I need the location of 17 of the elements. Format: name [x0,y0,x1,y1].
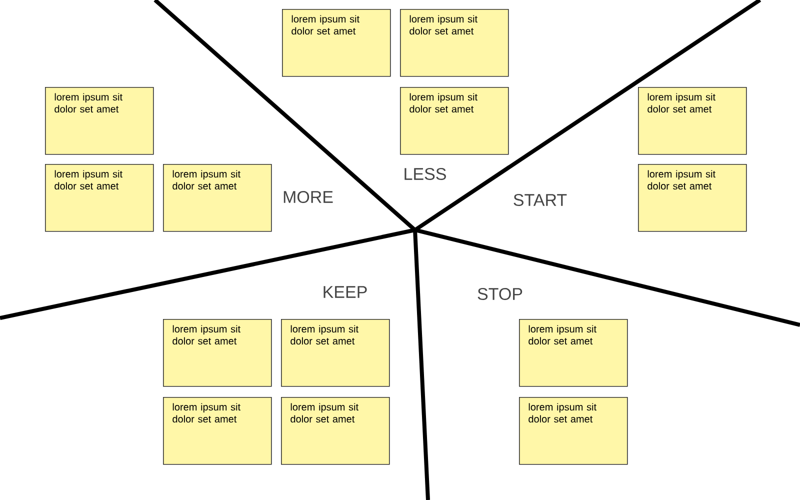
sticky-note: lorem ipsum sit dolor set amet [45,164,154,232]
sticky-note: lorem ipsum sit dolor set amet [281,397,390,465]
sticky-note: lorem ipsum sit dolor set amet [638,87,747,155]
sticky-note: lorem ipsum sit dolor set amet [400,9,509,77]
sticky-note: lorem ipsum sit dolor set amet [163,319,272,387]
section-label: STOP [478,288,522,300]
section-label: START [514,194,567,206]
section-label: KEEP [324,286,367,298]
sticky-note: lorem ipsum sit dolor set amet [282,9,391,77]
sticky-note: lorem ipsum sit dolor set amet [163,397,272,465]
sticky-note: lorem ipsum sit dolor set amet [638,164,747,232]
sticky-note: lorem ipsum sit dolor set amet [163,164,272,232]
sticky-note: lorem ipsum sit dolor set amet [45,87,154,155]
sticky-note: lorem ipsum sit dolor set amet [519,319,628,387]
sticky-note: lorem ipsum sit dolor set amet [400,87,509,155]
sticky-note: lorem ipsum sit dolor set amet [519,397,628,465]
sticky-note: lorem ipsum sit dolor set amet [281,319,390,387]
